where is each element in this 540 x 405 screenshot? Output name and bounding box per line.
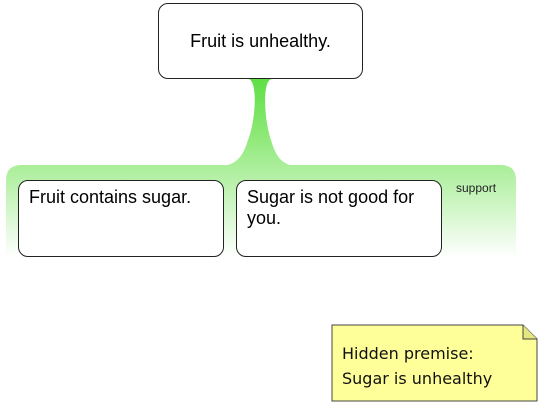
premise-box-fruit-contains-sugar[interactable]: Fruit contains sugar. <box>18 180 224 257</box>
premise-text: Fruit contains sugar. <box>29 187 192 207</box>
hidden-premise-text-block: Hidden premise: Sugar is unhealthy <box>342 341 492 391</box>
note-folded-corner-shape <box>331 324 538 402</box>
premise-text: Sugar is not good for you. <box>247 187 415 228</box>
hidden-premise-title: Hidden premise: <box>342 344 474 363</box>
hidden-premise-statement: Sugar is unhealthy <box>342 369 493 388</box>
premise-box-sugar-not-good[interactable]: Sugar is not good for you. <box>236 180 442 257</box>
claim-text: Fruit is unhealthy. <box>190 30 331 51</box>
hidden-premise-note[interactable]: Hidden premise: Sugar is unhealthy <box>331 324 538 402</box>
support-label: support <box>456 181 497 195</box>
claim-box[interactable]: Fruit is unhealthy. <box>158 3 363 79</box>
